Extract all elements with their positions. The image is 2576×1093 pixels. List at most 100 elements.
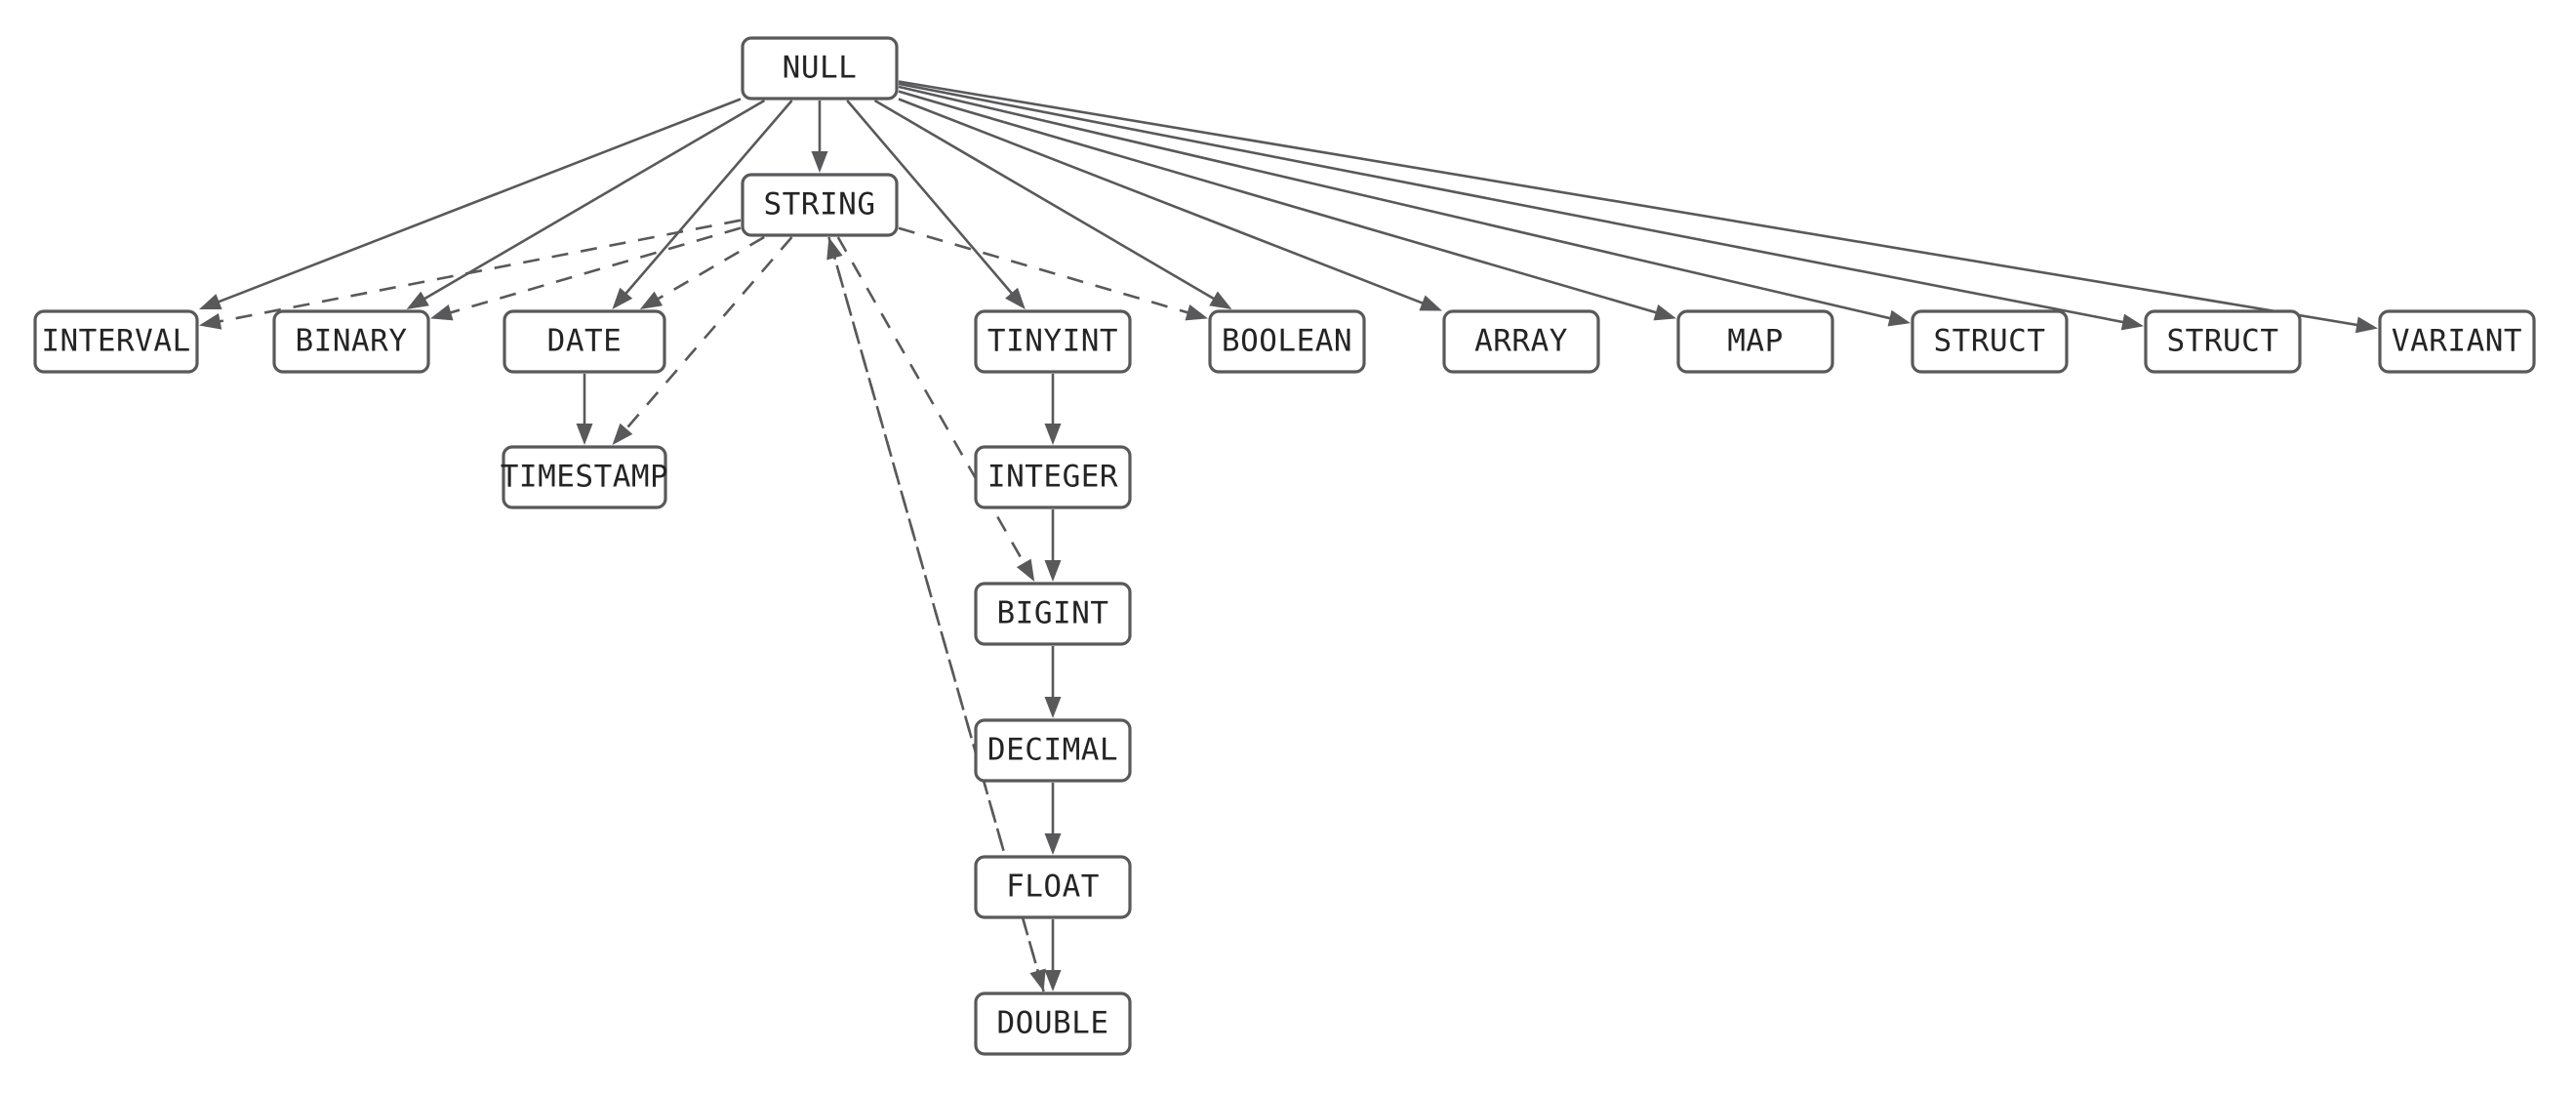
node-box[interactable] [974,992,1132,1056]
edge-line [446,226,742,315]
node-null[interactable]: NULL [741,36,899,101]
node-layer: NULL STRING INTERVAL BINARY DATE TINYINT BOOLE… [33,36,2536,1056]
edge-line [898,80,2362,327]
node-box[interactable] [2378,309,2536,374]
node-box[interactable] [1911,309,2069,374]
node-label: BIGINT [997,596,1109,631]
arrowhead-icon [1209,291,1232,309]
edge-tinyint-to-integer [1044,374,1062,445]
node-box[interactable] [503,309,666,374]
edge-float-to-double [1044,919,1062,992]
arrowhead-icon [1185,304,1208,321]
edge-null-to-struct1 [898,85,1911,327]
arrowhead-icon [430,304,454,321]
node-label: ARRAY [1474,324,1568,359]
edge-line [898,85,1895,321]
edge-line [622,100,793,298]
edge-null-to-boolean [873,99,1232,309]
edge-line [420,99,766,303]
node-box[interactable] [974,582,1132,646]
edge-integer-to-bigint [1044,509,1062,582]
node-array[interactable]: ARRAY [1442,309,1600,374]
arrowhead-icon [1005,287,1026,309]
node-box[interactable] [741,36,899,101]
arrowhead-icon [1887,309,1911,327]
node-label: DATE [547,324,623,359]
node-label: NULL [783,51,858,86]
arrowhead-icon [811,151,828,173]
node-box[interactable] [741,173,899,237]
node-struct2[interactable]: STRUCT [2144,309,2302,374]
edge-null-to-date [612,100,793,309]
node-label: TINYINT [987,324,1118,359]
edge-null-to-map [898,90,1676,321]
node-box[interactable] [974,309,1132,374]
node-box[interactable] [33,309,199,374]
edge-string-to-binary [430,226,742,321]
node-bigint[interactable]: BIGINT [974,582,1132,646]
edge-date-to-timestamp [576,374,593,445]
arrowhead-icon [1044,697,1062,718]
edge-null-to-tinyint [846,100,1026,309]
node-timestamp[interactable]: TIMESTAMP [501,445,668,509]
node-struct1[interactable]: STRUCT [1911,309,2069,374]
edge-string-to-boolean [898,226,1208,321]
edge-bigint-to-decimal [1044,646,1062,718]
node-tinyint[interactable]: TINYINT [974,309,1132,374]
edge-null-to-interval [198,98,742,309]
node-box[interactable] [974,445,1132,509]
arrowhead-icon [612,287,633,309]
arrowhead-icon [2120,313,2144,331]
node-float[interactable]: FLOAT [974,855,1132,919]
arrowhead-icon [406,291,429,309]
arrowhead-icon [1419,295,1442,311]
node-label: FLOAT [1006,870,1100,905]
arrowhead-icon [1653,304,1676,321]
arrowhead-icon [576,424,593,445]
node-integer[interactable]: INTEGER [974,445,1132,509]
arrowhead-icon [1044,560,1062,582]
edge-null-to-variant [898,80,2378,334]
node-label: TIMESTAMP [501,460,668,495]
edge-line [215,219,742,324]
node-binary[interactable]: BINARY [272,309,430,374]
edge-line [898,226,1192,315]
node-label: DOUBLE [997,1006,1109,1041]
arrowhead-icon [639,291,664,309]
node-label: STRING [764,187,876,223]
edge-line [898,82,2128,325]
arrowhead-icon [198,294,222,309]
node-box[interactable] [2144,309,2302,374]
node-string[interactable]: STRING [741,173,899,237]
node-label: BINARY [296,324,408,359]
node-box[interactable] [974,855,1132,919]
node-label: INTERVAL [41,324,190,359]
node-box[interactable] [1442,309,1600,374]
node-box[interactable] [272,309,430,374]
node-boolean[interactable]: BOOLEAN [1208,309,1366,374]
node-label: MAP [1727,324,1784,359]
node-map[interactable]: MAP [1676,309,1834,374]
arrowhead-icon [1016,558,1035,582]
edge-layer [198,80,2378,992]
node-decimal[interactable]: DECIMAL [974,718,1132,783]
edge-null-to-array [898,98,1442,311]
node-variant[interactable]: VARIANT [2378,309,2536,374]
node-box[interactable] [974,718,1132,783]
arrowhead-icon [1044,424,1062,445]
edge-line [898,98,1428,306]
edge-string-to-date [639,235,765,309]
node-date[interactable]: DATE [503,309,666,374]
node-box[interactable] [1676,309,1834,374]
node-box[interactable] [502,445,667,509]
node-label: INTEGER [987,460,1118,495]
node-box[interactable] [1208,309,1366,374]
arrowhead-icon [1044,833,1062,855]
node-double[interactable]: DOUBLE [974,992,1132,1056]
edge-line [873,99,1219,303]
node-interval[interactable]: INTERVAL [33,309,199,374]
edge-line [898,90,1661,315]
node-label: VARIANT [2392,324,2522,359]
